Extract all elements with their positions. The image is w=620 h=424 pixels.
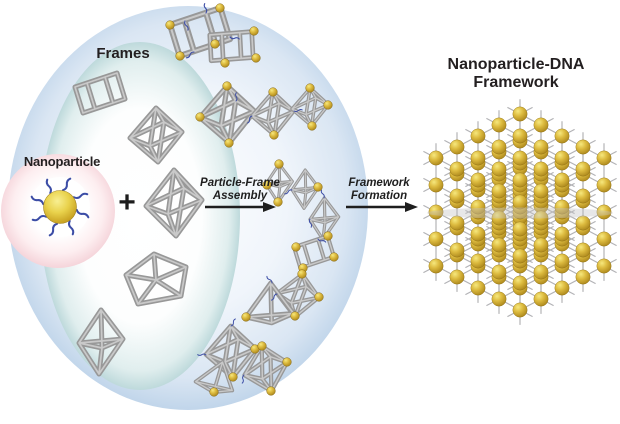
formation-step-label: Framework Formation — [341, 177, 417, 203]
plus-sign: + — [118, 186, 136, 219]
lattice-gold-nanoparticles — [428, 106, 612, 318]
formation-label-line2: Formation — [350, 190, 408, 202]
framework-title-line1: Nanoparticle-DNA — [447, 56, 585, 73]
assembly-label-line2: Assembly — [212, 190, 268, 202]
assembly-step-label: Particle-Frame Assembly — [194, 177, 286, 203]
framework-lattice — [423, 99, 617, 325]
arrow-head — [263, 202, 276, 212]
arrow-head — [405, 202, 418, 212]
gold-nanoparticle — [43, 190, 77, 224]
assembly-arrow — [205, 202, 276, 212]
framework-title-line2: Framework — [473, 74, 559, 91]
nanoparticle-label: Nanoparticle — [23, 154, 101, 169]
formation-label-line1: Framework — [348, 177, 410, 189]
frames-label: Frames — [96, 45, 150, 62]
lattice-equator-blur — [427, 207, 613, 219]
formation-arrow — [346, 202, 418, 212]
frames-region — [40, 42, 240, 390]
assembly-label-line1: Particle-Frame — [200, 177, 280, 189]
gold-nanoparticle-with-dna — [29, 176, 91, 238]
framework-title: Nanoparticle-DNA Framework — [416, 56, 616, 92]
